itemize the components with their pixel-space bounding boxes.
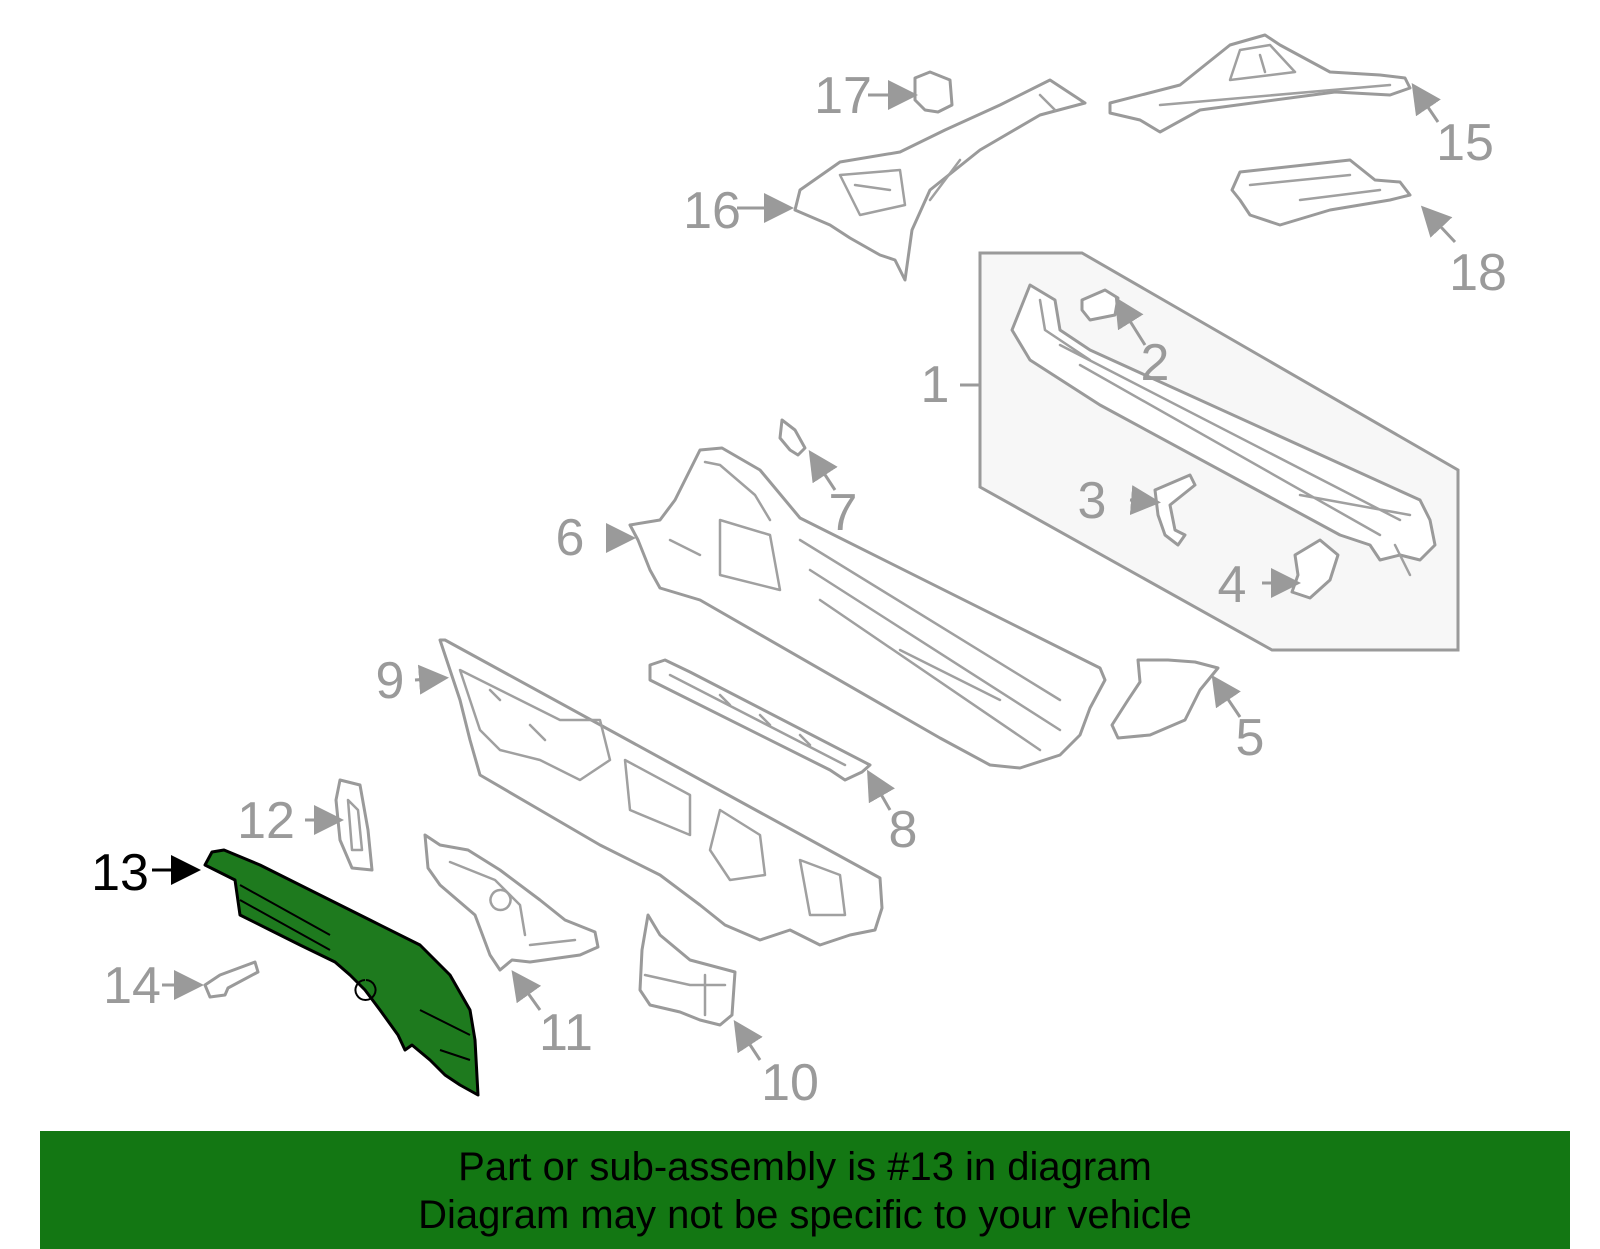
banner-line-2: Diagram may not be specific to your vehi… bbox=[418, 1193, 1192, 1237]
part-5[interactable] bbox=[1110, 658, 1220, 740]
callout-16: 16 bbox=[683, 182, 741, 240]
part-8[interactable] bbox=[648, 658, 872, 782]
callout-12: 12 bbox=[237, 792, 295, 850]
part-11[interactable] bbox=[423, 833, 600, 972]
part-10[interactable] bbox=[638, 913, 737, 1027]
part-1-assembly[interactable] bbox=[978, 251, 1460, 652]
callout-6: 6 bbox=[556, 509, 585, 567]
callout-lines bbox=[152, 80, 1457, 1061]
info-banner: Part or sub-assembly is #13 in diagram D… bbox=[40, 1131, 1570, 1249]
callout-3: 3 bbox=[1078, 472, 1107, 530]
part-15[interactable] bbox=[1108, 33, 1412, 134]
callout-15: 15 bbox=[1436, 114, 1494, 172]
banner-line-1: Part or sub-assembly is #13 in diagram bbox=[458, 1145, 1152, 1189]
callout-4: 4 bbox=[1218, 556, 1247, 614]
part-13-highlighted[interactable] bbox=[203, 848, 480, 1097]
callout-2: 2 bbox=[1141, 334, 1170, 392]
callout-14: 14 bbox=[103, 957, 161, 1015]
callout-7: 7 bbox=[829, 484, 858, 542]
callout-11: 11 bbox=[539, 1004, 593, 1062]
parts-diagram: 1 2 3 4 5 6 7 8 9 10 11 12 13 14 15 16 1… bbox=[91, 33, 1507, 1112]
callout-17: 17 bbox=[814, 67, 872, 125]
part-17[interactable] bbox=[913, 70, 954, 114]
callout-18: 18 bbox=[1449, 244, 1507, 302]
callout-13-selected: 13 bbox=[91, 844, 149, 902]
callout-numbers: 1 2 3 4 5 6 7 8 9 10 11 12 13 14 15 16 1… bbox=[91, 67, 1507, 1112]
part-3[interactable] bbox=[1153, 473, 1197, 547]
part-18[interactable] bbox=[1230, 158, 1412, 227]
part-9[interactable] bbox=[438, 638, 884, 947]
callout-5: 5 bbox=[1236, 709, 1265, 767]
part-16[interactable] bbox=[793, 78, 1087, 282]
part-12[interactable] bbox=[334, 778, 374, 872]
callout-10: 10 bbox=[761, 1054, 819, 1112]
part-14[interactable] bbox=[203, 960, 260, 999]
callout-9: 9 bbox=[376, 652, 405, 710]
part-7[interactable] bbox=[778, 418, 807, 457]
callout-1: 1 bbox=[921, 356, 950, 414]
callout-8: 8 bbox=[889, 801, 918, 859]
